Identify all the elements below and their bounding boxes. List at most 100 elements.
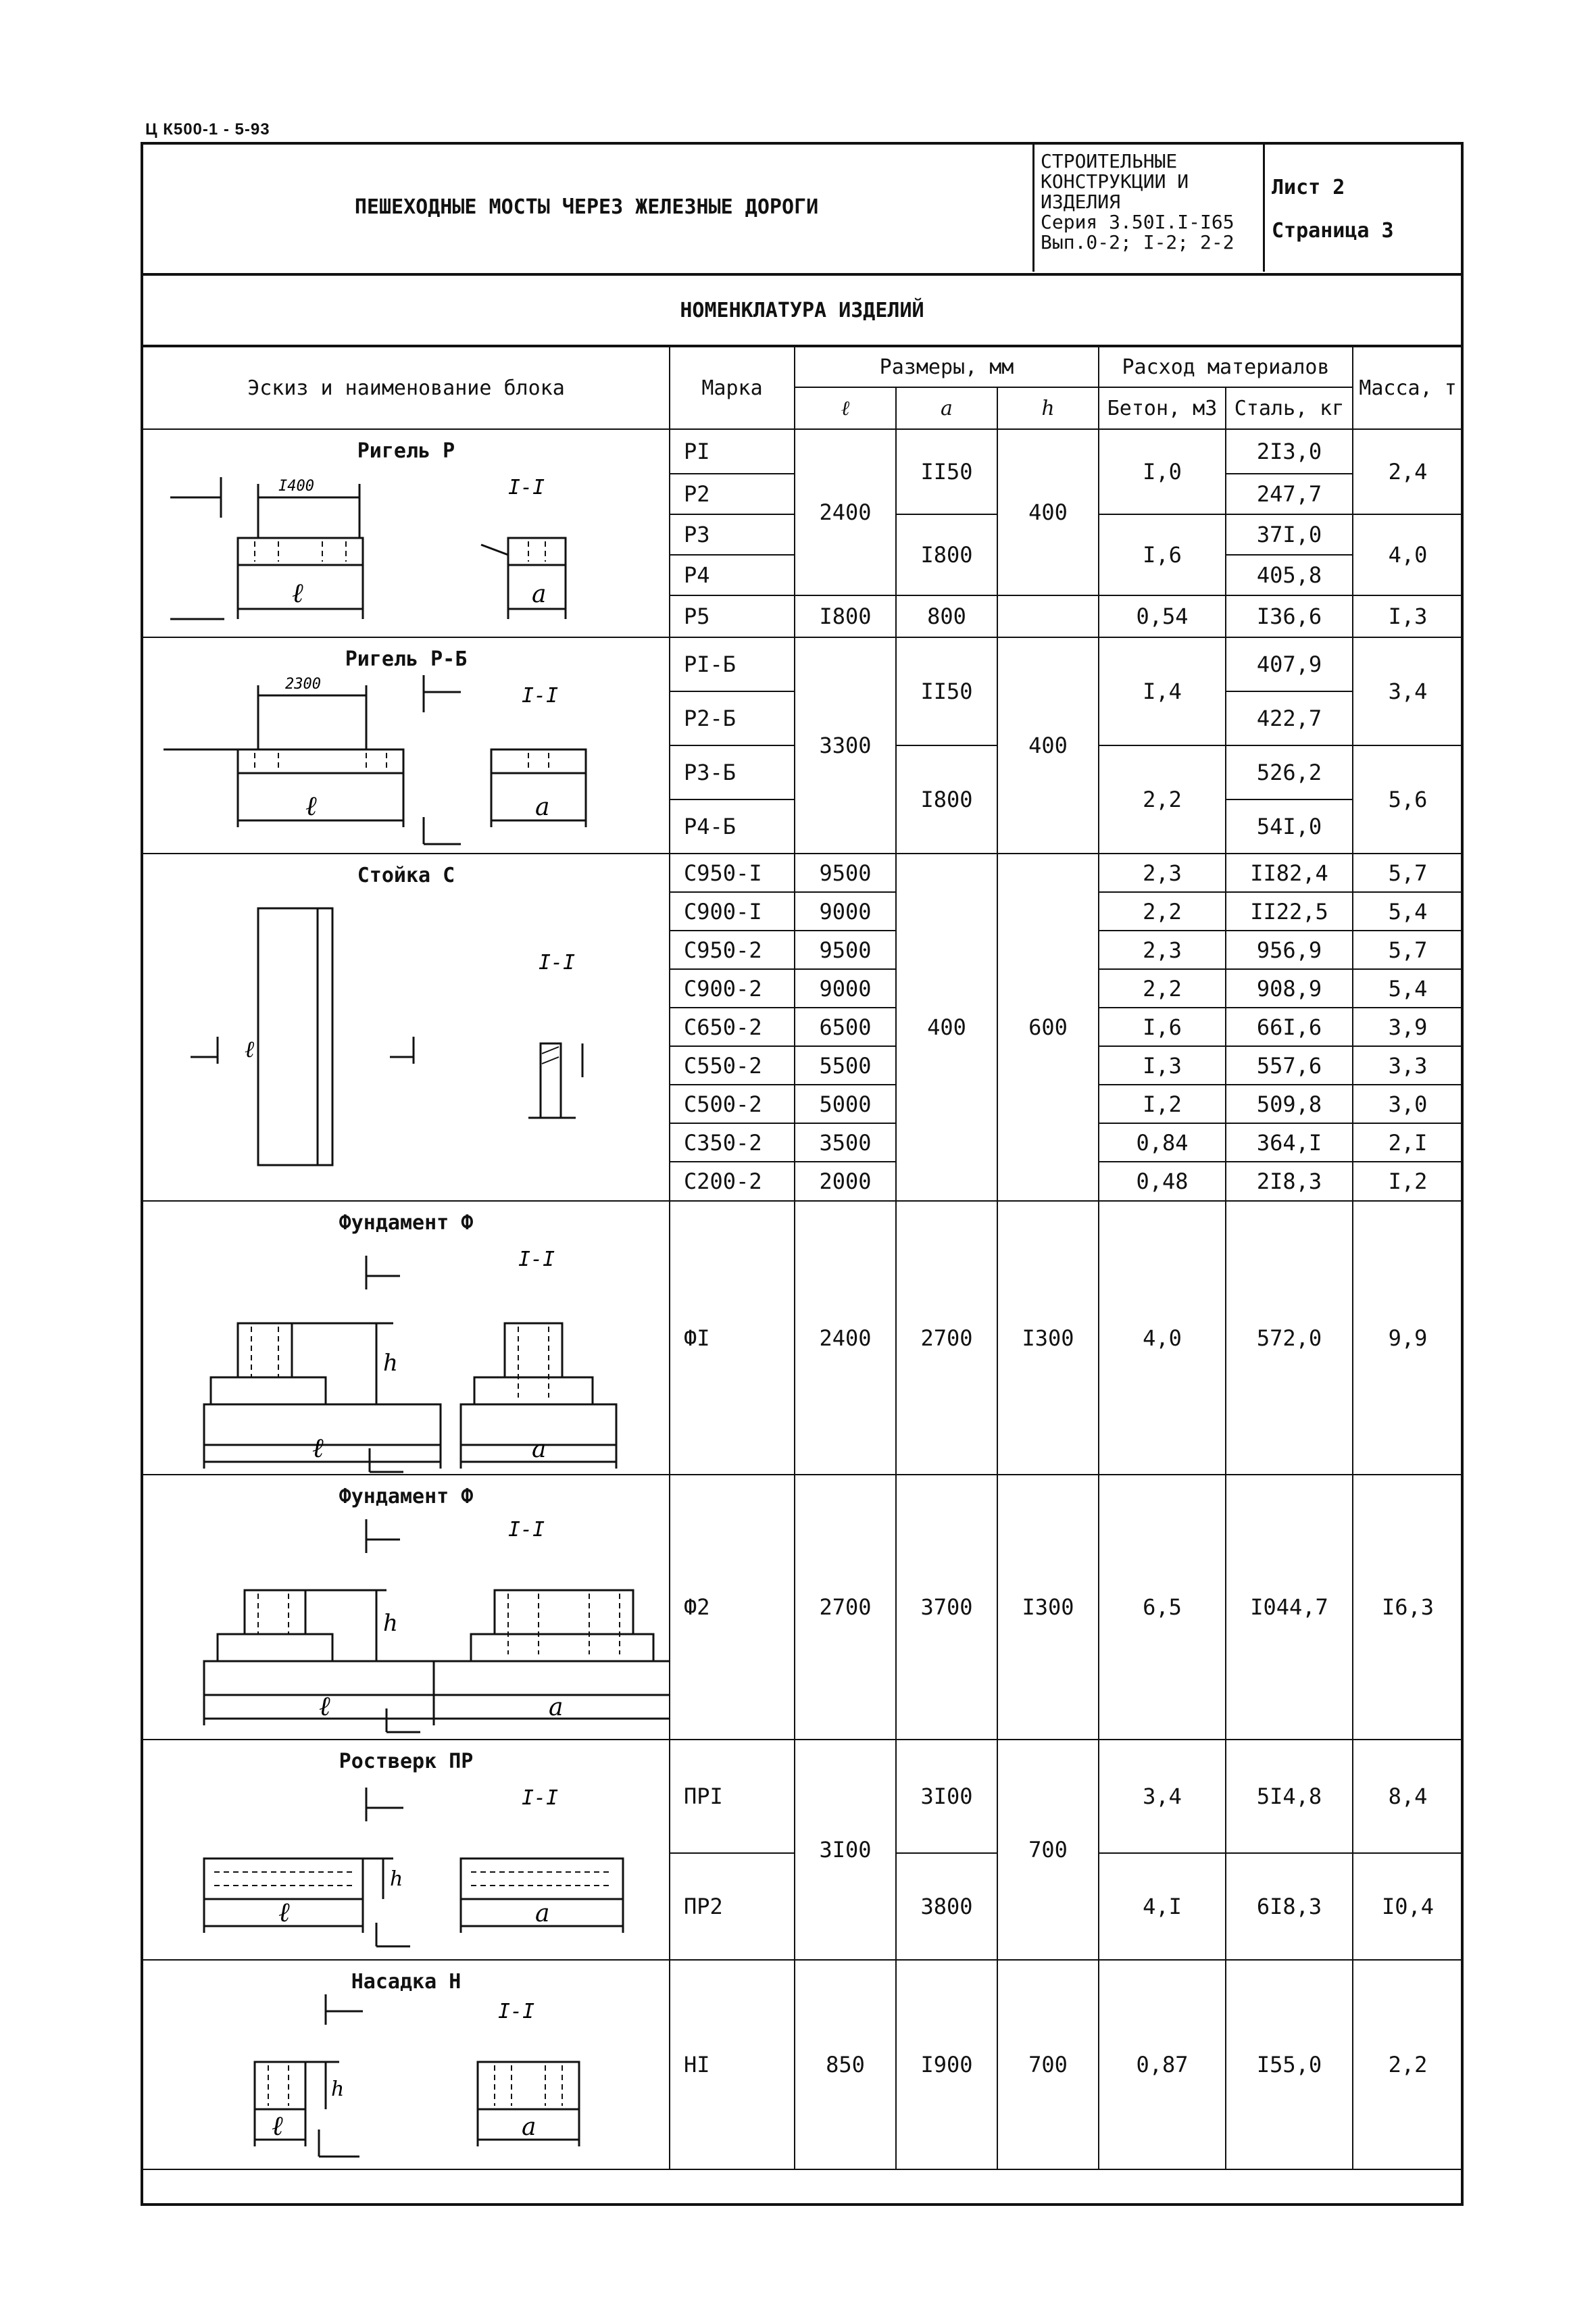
steel-cell: 908,9 xyxy=(1225,968,1354,1008)
rigel-rb-drawing: 2300 I-I ℓ a xyxy=(164,675,587,845)
cut-label: I-I xyxy=(498,2000,534,2023)
l-cell: 9000 xyxy=(794,968,897,1008)
steel-cell: 407,9 xyxy=(1225,637,1354,692)
concrete-cell: I,2 xyxy=(1098,1084,1227,1124)
l-cell: 2400 xyxy=(794,1200,897,1475)
a-cell: I800 xyxy=(895,745,998,854)
mass-cell: 8,4 xyxy=(1352,1739,1464,1854)
mark-cell: P4-Б xyxy=(669,799,795,854)
l-cell: I800 xyxy=(794,595,897,638)
a-cell: 3I00 xyxy=(895,1739,998,1854)
mass-cell: 4,0 xyxy=(1352,514,1464,596)
h-cell: 400 xyxy=(996,637,1100,854)
mass-cell: 2,2 xyxy=(1352,1959,1464,2170)
nasadka-drawing: I-I ℓ a h xyxy=(253,1994,580,2158)
steel-cell: 54I,0 xyxy=(1225,799,1354,854)
a-cell: II50 xyxy=(895,428,998,515)
dim-label: I400 xyxy=(278,478,314,495)
mark-cell: C550-2 xyxy=(669,1045,795,1085)
header-divider xyxy=(141,273,1464,276)
l-cell: 2400 xyxy=(794,428,897,596)
concrete-cell: I,6 xyxy=(1098,1007,1227,1047)
mass-cell: I0,4 xyxy=(1352,1852,1464,1961)
block-name: Фундамент Ф xyxy=(339,1485,474,1508)
steel-cell: II22,5 xyxy=(1225,891,1354,931)
mark-cell: C900-2 xyxy=(669,968,795,1008)
col-header-a: a xyxy=(895,387,998,430)
rigel-r-drawing: I400 I-I ℓ a xyxy=(170,476,567,620)
mass-cell: 5,7 xyxy=(1352,930,1464,970)
concrete-cell: 2,3 xyxy=(1098,930,1227,970)
mark-cell: C200-2 xyxy=(669,1161,795,1202)
mark-cell: C950-2 xyxy=(669,930,795,970)
a-cell: 400 xyxy=(895,853,998,1202)
steel-cell: 422,7 xyxy=(1225,691,1354,746)
cut-label: I-I xyxy=(508,476,545,499)
block-name: Фундамент Ф xyxy=(339,1211,474,1235)
sketch-rigel-rb: Ригель Р-Б xyxy=(142,637,670,854)
h-cell: 700 xyxy=(996,1959,1100,2170)
mark-cell: P5 xyxy=(669,595,795,638)
mass-cell: 2,4 xyxy=(1352,428,1464,515)
l-cell: 9000 xyxy=(794,891,897,931)
mass-cell: 5,4 xyxy=(1352,968,1464,1008)
concrete-cell: I,0 xyxy=(1098,428,1227,515)
svg-text:a: a xyxy=(532,1435,546,1463)
steel-cell: 364,I xyxy=(1225,1123,1354,1162)
steel-cell: 572,0 xyxy=(1225,1200,1354,1475)
stoika-drawing: I-I ℓ xyxy=(191,907,584,1166)
steel-cell: 526,2 xyxy=(1225,745,1354,800)
svg-text:a: a xyxy=(522,2113,536,2141)
sheet-number: Лист 2 xyxy=(1272,176,1345,199)
concrete-cell: 0,48 xyxy=(1098,1161,1227,1202)
sketch-stoika-c: Стойка С I-I ℓ xyxy=(142,853,670,1202)
mass-cell: 3,3 xyxy=(1352,1045,1464,1085)
l-cell: 3300 xyxy=(794,637,897,854)
svg-text:ℓ: ℓ xyxy=(272,2111,283,2142)
col-header-sketch: Эскиз и наименование блока xyxy=(142,346,670,430)
mark-cell: C900-I xyxy=(669,891,795,931)
l-cell: 3500 xyxy=(794,1123,897,1162)
mark-cell: PI xyxy=(669,428,795,474)
concrete-cell: 4,0 xyxy=(1098,1200,1227,1475)
steel-cell: 6I8,3 xyxy=(1225,1852,1354,1961)
l-cell: 2700 xyxy=(794,1474,897,1740)
sketch-fundament-f2: Фундамент Ф xyxy=(142,1474,670,1740)
l-cell: 3I00 xyxy=(794,1739,897,1961)
sheet-block: Лист 2 Страница 3 xyxy=(1265,142,1461,272)
mark-cell: P2 xyxy=(669,473,795,515)
block-name: Ригель Р xyxy=(357,439,455,463)
h-cell: 600 xyxy=(996,853,1100,1202)
mass-cell: 5,6 xyxy=(1352,745,1464,854)
svg-text:ℓ: ℓ xyxy=(319,1691,330,1722)
mass-cell: 3,0 xyxy=(1352,1084,1464,1124)
concrete-cell: 2,2 xyxy=(1098,891,1227,931)
mass-cell: 5,7 xyxy=(1352,853,1464,893)
mark-cell: C350-2 xyxy=(669,1123,795,1162)
h-cell: I300 xyxy=(996,1200,1100,1475)
cut-label: I-I xyxy=(522,1786,558,1810)
a-cell: 800 xyxy=(895,595,998,638)
block-name: Стойка С xyxy=(357,864,455,887)
a-cell: 3800 xyxy=(895,1852,998,1961)
mass-cell: I,3 xyxy=(1352,595,1464,638)
mark-cell: HI xyxy=(669,1959,795,2170)
svg-text:a: a xyxy=(549,1694,563,1721)
mark-cell: Ф2 xyxy=(669,1474,795,1740)
concrete-cell: 2,2 xyxy=(1098,968,1227,1008)
mark-cell: P3-Б xyxy=(669,745,795,800)
concrete-cell: 2,3 xyxy=(1098,853,1227,893)
l-cell: 850 xyxy=(794,1959,897,2170)
mark-cell: C500-2 xyxy=(669,1084,795,1124)
category-line-1: СТРОИТЕЛЬНЫЕ xyxy=(1041,150,1178,172)
concrete-cell: I,6 xyxy=(1098,514,1227,596)
category-line-2: КОНСТРУКЦИИ И xyxy=(1041,170,1189,193)
cut-label: I-I xyxy=(518,1248,555,1271)
mark-cell: C950-I xyxy=(669,853,795,893)
steel-cell: II82,4 xyxy=(1225,853,1354,893)
svg-text:a: a xyxy=(532,581,546,608)
steel-cell: 37I,0 xyxy=(1225,514,1354,556)
col-header-dims: Размеры, мм xyxy=(793,346,1100,388)
l-cell: 5500 xyxy=(794,1045,897,1085)
a-cell: I800 xyxy=(895,514,998,596)
